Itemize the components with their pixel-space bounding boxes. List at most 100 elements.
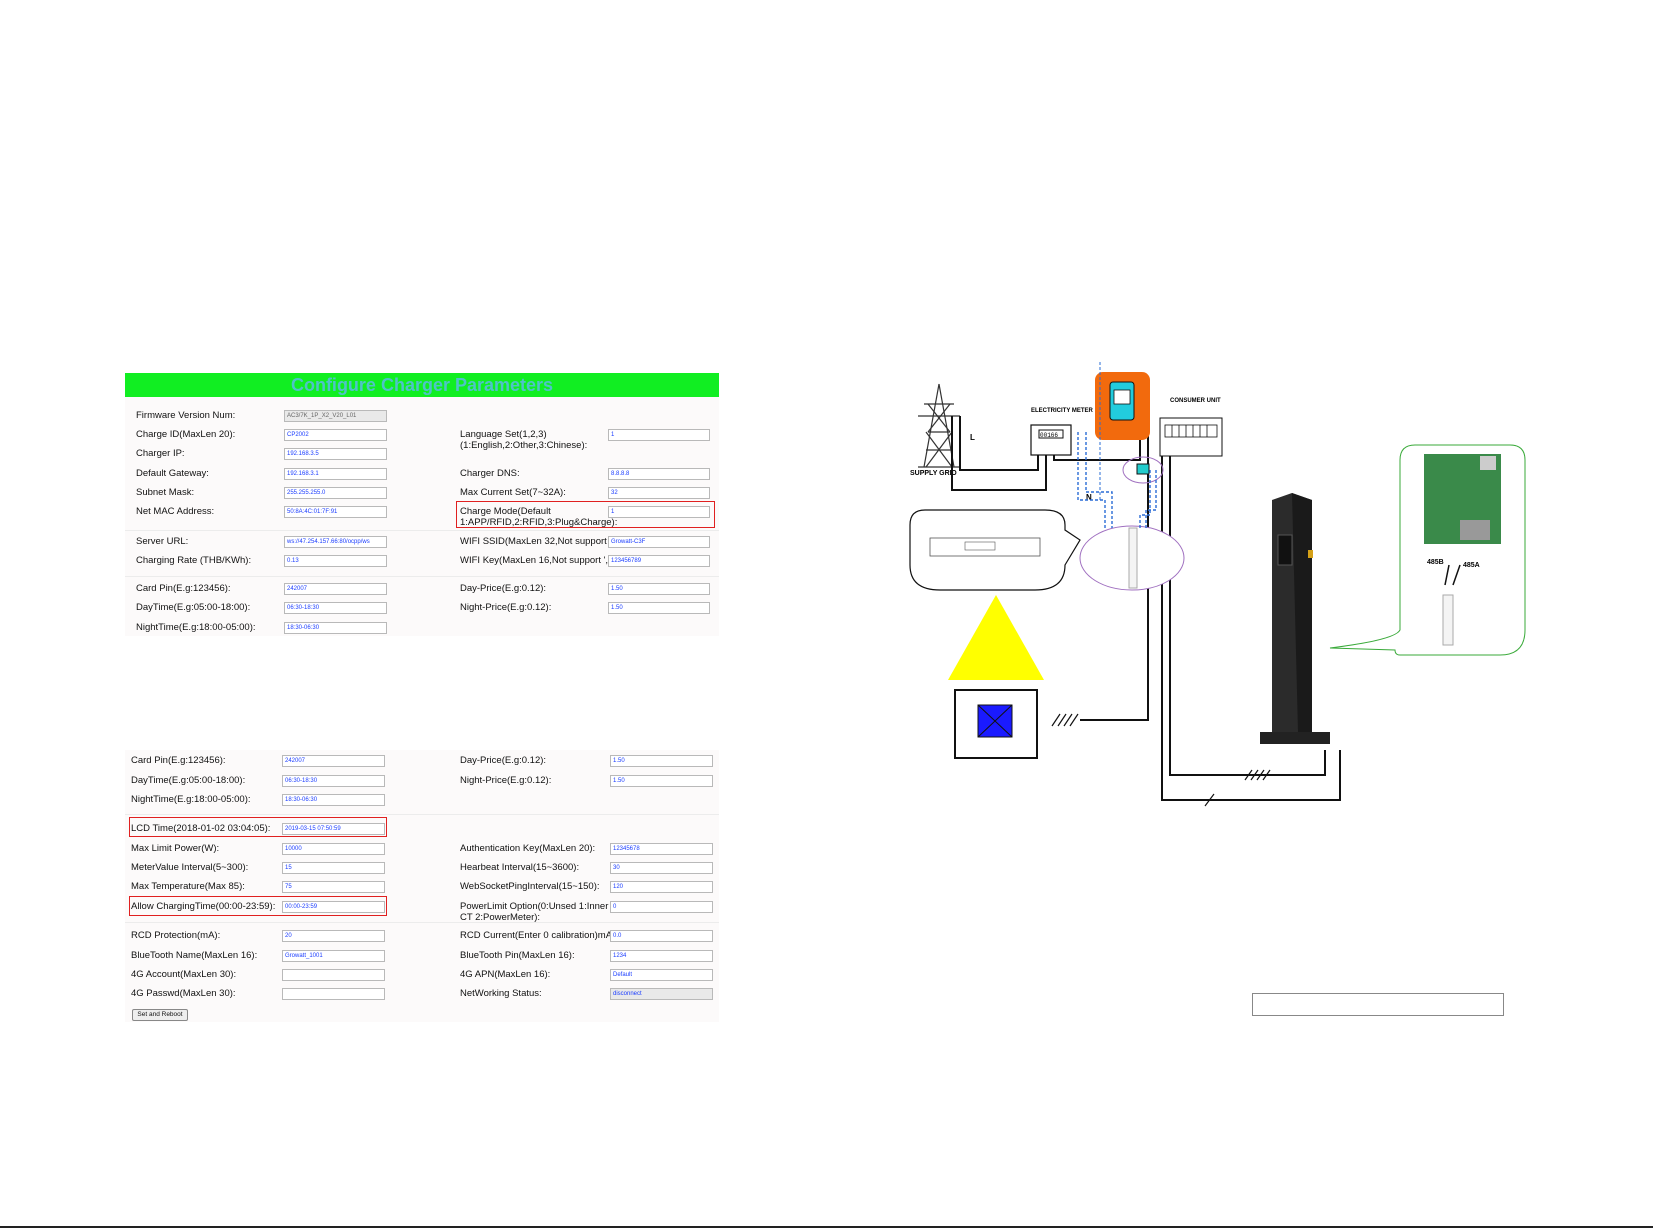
allow-time-input[interactable]: 00:00-23:59	[282, 901, 385, 913]
dns-label: Charger DNS:	[460, 468, 520, 479]
charge-id-label: Charge ID(MaxLen 20):	[136, 429, 236, 440]
divider	[125, 530, 719, 531]
set-and-reboot-button[interactable]: Set and Reboot	[132, 1009, 188, 1021]
g4-passwd-input[interactable]	[282, 988, 385, 1000]
house-roof-icon	[948, 595, 1044, 680]
daytime-input[interactable]: 06:30-18:30	[284, 602, 387, 614]
heartbeat-input[interactable]: 30	[610, 862, 713, 874]
wifi-key-label: WIFI Key(MaxLen 16,Not support ','):	[460, 555, 616, 566]
subnet-label: Subnet Mask:	[136, 487, 195, 498]
meter-reading: 00166	[1040, 432, 1058, 439]
rcd-current-input[interactable]: 0.0	[610, 930, 713, 942]
g4-apn-input[interactable]: Default	[610, 969, 713, 981]
g4-apn-label: 4G APN(MaxLen 16):	[460, 969, 551, 980]
consumer-label: CONSUMER UNIT	[1170, 398, 1221, 404]
electricity-meter-icon	[1030, 424, 1072, 456]
net-status-field: disconnect	[610, 988, 713, 1000]
divider	[125, 576, 719, 577]
divider	[125, 922, 719, 923]
max-temp-label: Max Temperature(Max 85):	[131, 881, 245, 892]
rcd-protection-label: RCD Protection(mA):	[131, 930, 221, 941]
max-power-input[interactable]: 10000	[282, 843, 385, 855]
highlight-lcd-time	[129, 817, 387, 837]
g4-account-input[interactable]	[282, 969, 385, 981]
page-title: Configure Charger Parameters	[125, 373, 719, 397]
line-l-label: L	[970, 433, 975, 442]
highlight-charge-mode	[456, 501, 715, 528]
pylon-icon	[918, 383, 960, 468]
net-status-label: NetWorking Status:	[460, 988, 542, 999]
rcd-protection-input[interactable]: 20	[282, 930, 385, 942]
max-temp-input[interactable]: 75	[282, 881, 385, 893]
label-485a: 485A	[1463, 562, 1480, 569]
nighttime-input[interactable]: 18:30-06:30	[284, 622, 387, 634]
highlight-allow-time	[129, 896, 387, 916]
server-url-input[interactable]: ws://47.254.157.66:80/ocpp/ws	[284, 536, 387, 548]
charger-ip-label: Charger IP:	[136, 448, 185, 459]
page-bottom-border	[0, 1226, 1653, 1228]
auth-key-label: Authentication Key(MaxLen 20):	[460, 843, 596, 854]
card-pin-input[interactable]: 242007	[284, 583, 387, 595]
charge-mode-label: Charge Mode(Default 1:APP/RFID,2:RFID,3:…	[460, 506, 618, 528]
gateway-input[interactable]: 192.168.3.1	[284, 468, 387, 480]
firmware-field: AC3/7K_1P_X2_V20_L01	[284, 410, 387, 422]
server-url-label: Server URL:	[136, 536, 189, 547]
line-n-label: N	[1086, 493, 1092, 502]
max-current-input[interactable]: 32	[608, 487, 710, 499]
card-pin-label: Card Pin(E.g:123456):	[136, 583, 231, 594]
mac-label: Net MAC Address:	[136, 506, 215, 517]
charging-rate-input[interactable]: 0.13	[284, 555, 387, 567]
bt-pin-label: BlueTooth Pin(MaxLen 16):	[460, 950, 575, 961]
firmware-label: Firmware Version Num:	[136, 410, 236, 421]
bt-name-input[interactable]: Growatt_1001	[282, 950, 385, 962]
language-label: Language Set(1,2,3) (1:English,2:Other,3…	[460, 429, 588, 451]
power-limit-input[interactable]: 0	[610, 901, 713, 913]
night-price-label: Night-Price(E.g:0.12):	[460, 602, 552, 613]
max-power-label: Max Limit Power(W):	[131, 843, 220, 854]
nighttime-label: NightTime(E.g:18:00-05:00):	[131, 794, 251, 805]
day-price-label: Day-Price(E.g:0.12):	[460, 755, 547, 766]
g4-account-label: 4G Account(MaxLen 30):	[131, 969, 237, 980]
gateway-label: Default Gateway:	[136, 468, 209, 479]
rcd-current-label: RCD Current(Enter 0 calibration)mA:	[460, 930, 615, 941]
nighttime-input[interactable]: 18:30-06:30	[282, 794, 385, 806]
charge-mode-input[interactable]: 1	[608, 506, 710, 518]
charging-rate-label: Charging Rate (THB/KWh):	[136, 555, 252, 566]
mac-input[interactable]: 50:8A:4C:01:7F:91	[284, 506, 387, 518]
subnet-input[interactable]: 255.255.255.0	[284, 487, 387, 499]
divider	[125, 814, 719, 815]
wifi-ssid-input[interactable]: Growatt-C3F	[608, 536, 710, 548]
nighttime-label: NightTime(E.g:18:00-05:00):	[136, 622, 256, 633]
heartbeat-label: Hearbeat Interval(15~3600):	[460, 862, 580, 873]
bt-pin-input[interactable]: 1234	[610, 950, 713, 962]
daytime-input[interactable]: 06:30-18:30	[282, 775, 385, 787]
ev-charger-icon	[1260, 493, 1330, 744]
lcd-time-input[interactable]: 2019-03-15 07:50:59	[282, 823, 385, 835]
day-price-input[interactable]: 1.50	[610, 755, 713, 767]
empty-textbox	[1252, 993, 1504, 1016]
meter-interval-label: MeterValue Interval(5~300):	[131, 862, 249, 873]
ws-ping-input[interactable]: 120	[610, 881, 713, 893]
wifi-key-input[interactable]: 123456789	[608, 555, 710, 567]
label-485b: 485B	[1427, 559, 1444, 566]
bt-name-label: BlueTooth Name(MaxLen 16):	[131, 950, 258, 961]
meter-interval-input[interactable]: 15	[282, 862, 385, 874]
night-price-input[interactable]: 1.50	[610, 775, 713, 787]
charger-ip-input[interactable]: 192.168.3.5	[284, 448, 387, 460]
language-input[interactable]: 1	[608, 429, 710, 441]
lcd-time-label: LCD Time(2018-01-02 03:04:05):	[131, 823, 271, 834]
card-pin-input[interactable]: 242007	[282, 755, 385, 767]
wifi-ssid-label: WIFI SSID(MaxLen 32,Not support ','):	[460, 536, 622, 547]
day-price-input[interactable]: 1.50	[608, 583, 710, 595]
grid-label: SUPPLY GRID	[910, 470, 957, 477]
ct-sensor-icon	[1136, 463, 1150, 475]
ws-ping-label: WebSocketPingInterval(15~150):	[460, 881, 600, 892]
auth-key-input[interactable]: 12345678	[610, 843, 713, 855]
night-price-input[interactable]: 1.50	[608, 602, 710, 614]
meter-label: ELECTRICITY METER	[1031, 408, 1094, 414]
charge-id-input[interactable]: CP2002	[284, 429, 387, 441]
card-pin-label: Card Pin(E.g:123456):	[131, 755, 226, 766]
g4-passwd-label: 4G Passwd(MaxLen 30):	[131, 988, 236, 999]
power-limit-label: PowerLimit Option(0:Unsed 1:Inner CT 2:P…	[460, 901, 609, 923]
dns-input[interactable]: 8.8.8.8	[608, 468, 710, 480]
